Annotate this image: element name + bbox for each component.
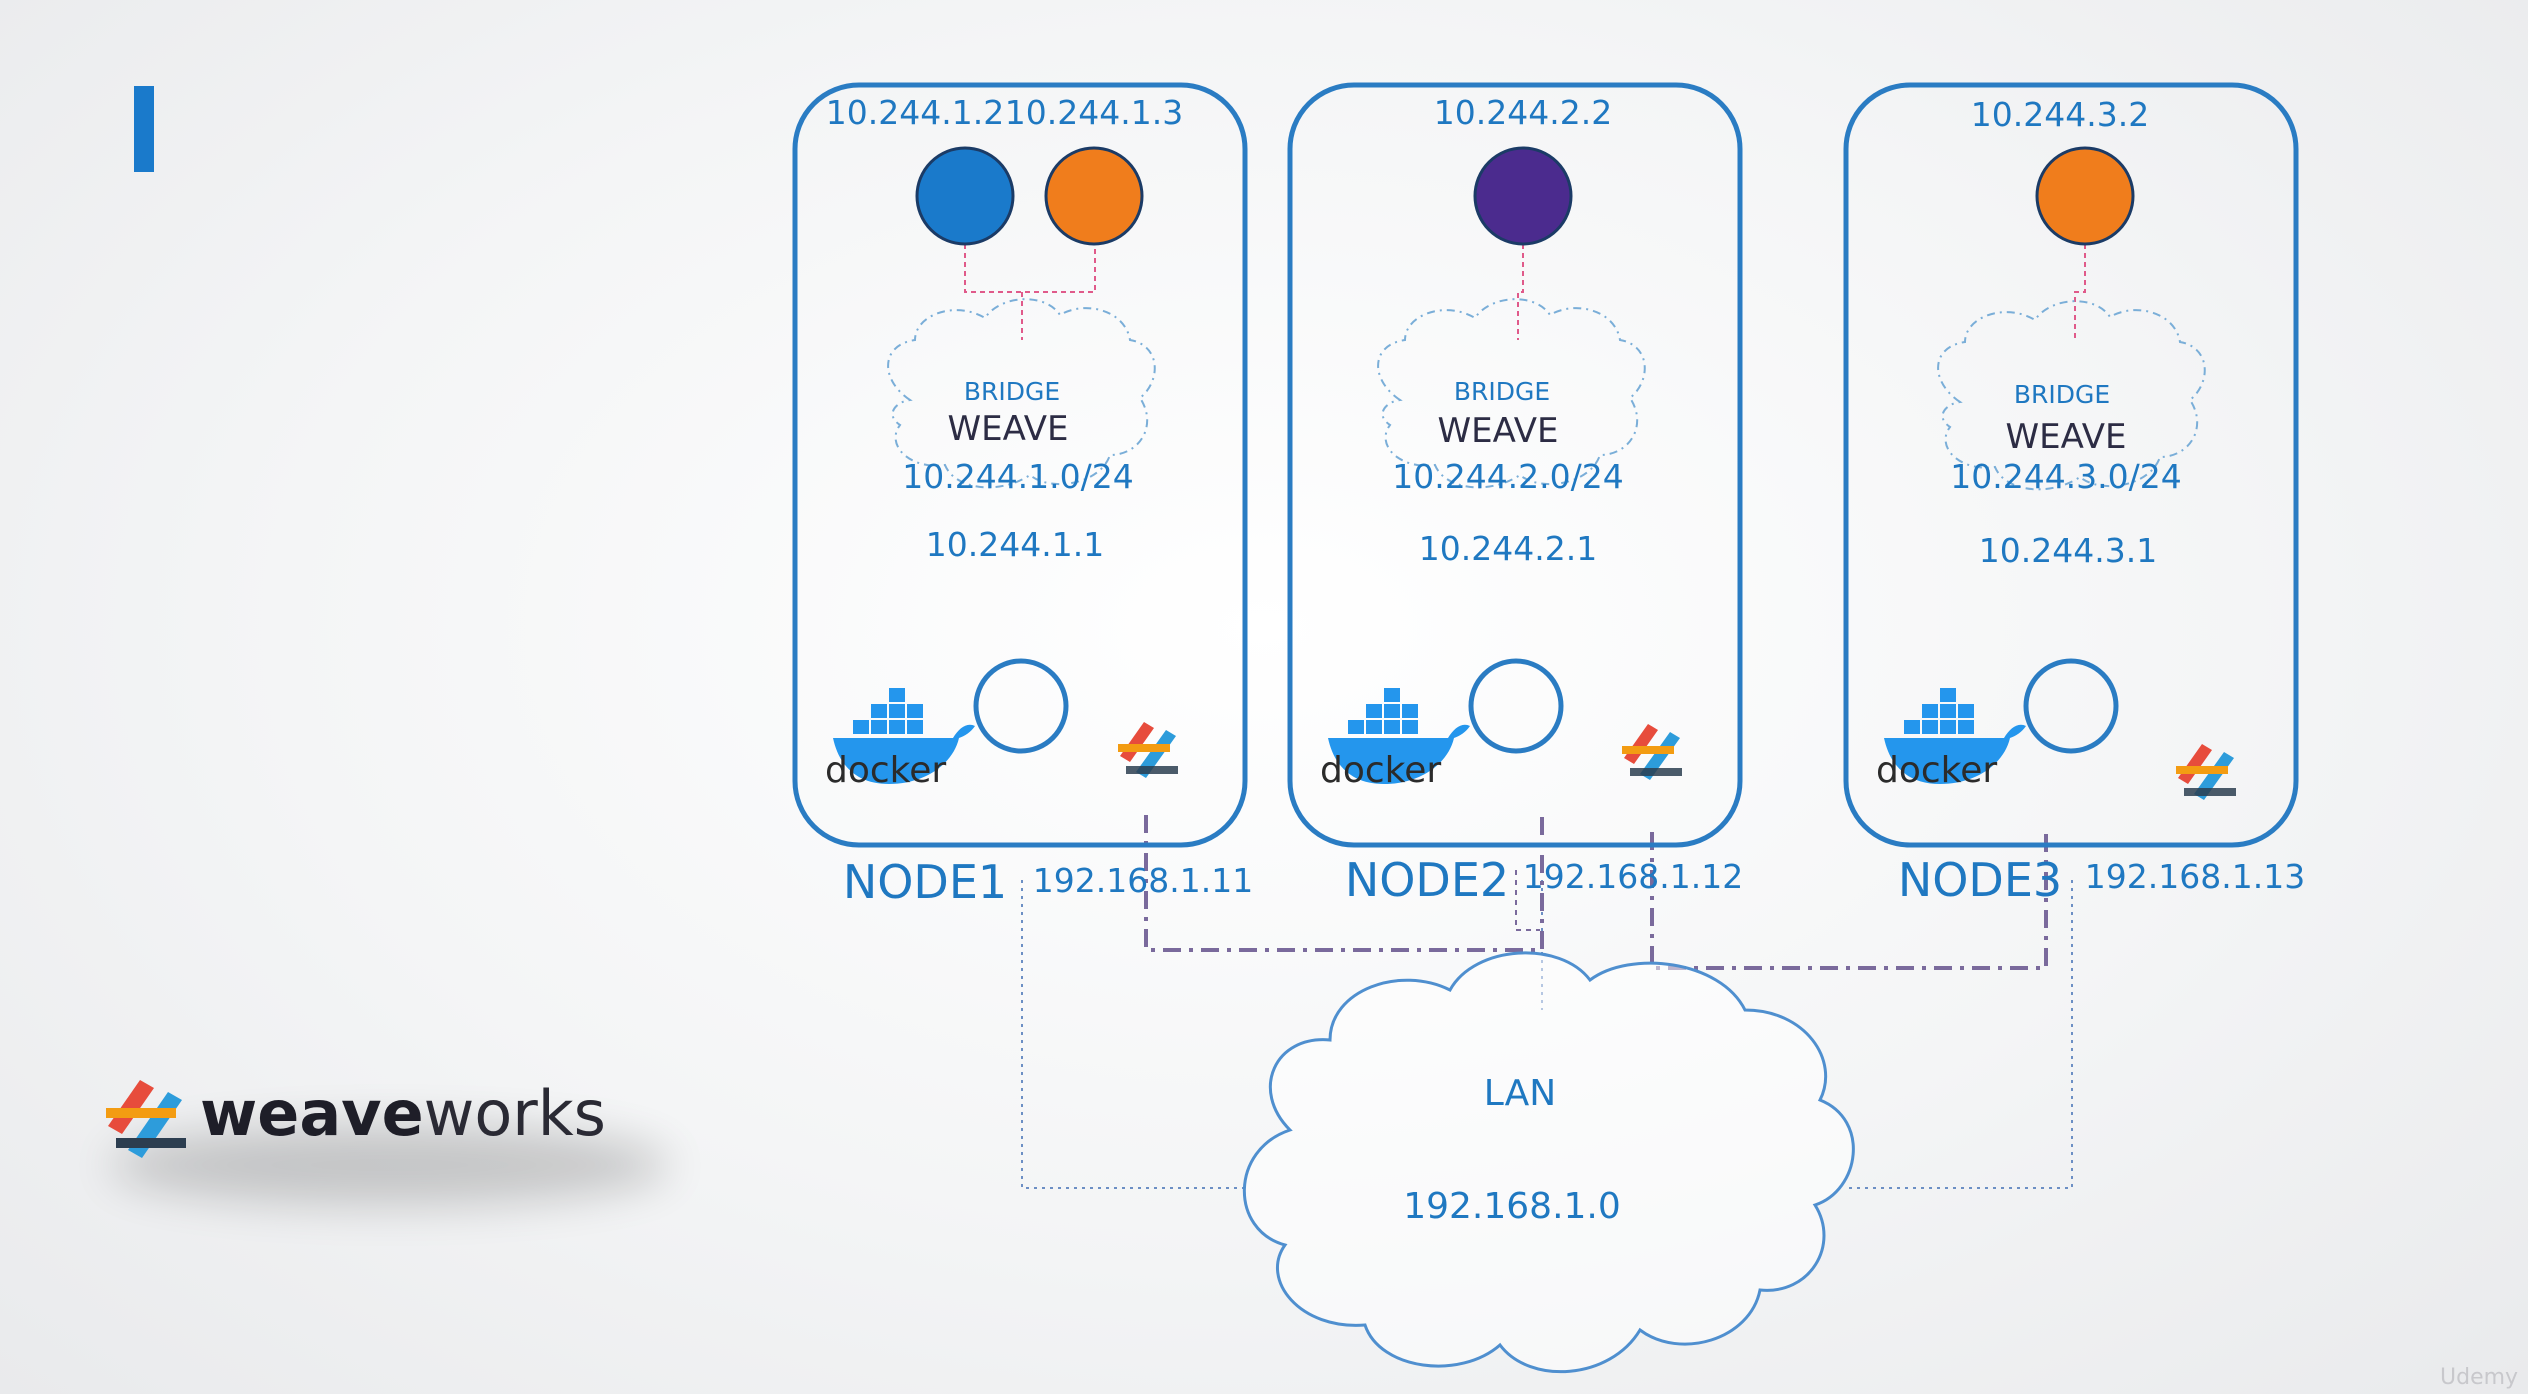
title-accent-bar — [134, 86, 154, 172]
udemy-watermark: Udemy — [2440, 1365, 2518, 1390]
node2-bridge-name: WEAVE — [1438, 411, 1559, 451]
node1-pod-links — [964, 244, 1096, 340]
node1-docker-label: docker — [825, 750, 946, 791]
node1-weave-logo — [1118, 722, 1178, 778]
weave-link-2-3 — [1650, 832, 2048, 970]
weaveworks-wordmark: weaveworks — [200, 1077, 606, 1150]
node3-docker-logo: docker — [1876, 688, 2026, 791]
node1-gateway: 10.244.1.1 — [926, 525, 1104, 564]
node1-box — [792, 82, 1248, 848]
node3-host-ip: 192.168.1.13 — [2085, 857, 2305, 896]
node1-bridge-label: BRIDGE — [964, 377, 1060, 406]
node3-gateway: 10.244.3.1 — [1979, 531, 2157, 570]
node2-interface[interactable] — [1468, 658, 1564, 754]
lan-ip: 192.168.1.0 — [1403, 1186, 1621, 1227]
node2-pod-link — [1517, 244, 1524, 340]
lan-cloud — [1242, 951, 1855, 1374]
node1-interface[interactable] — [973, 658, 1069, 754]
lan-label: LAN — [1484, 1073, 1556, 1114]
node3-docker-label: docker — [1876, 750, 1997, 791]
node3-pod-link — [2074, 244, 2086, 340]
node1-pod2-ip: 10.244.1.3 — [1005, 93, 1183, 132]
node1-pod2[interactable] — [1044, 146, 1144, 246]
node3-bridge-name: WEAVE — [2006, 417, 2127, 457]
node2-label: NODE2 — [1345, 853, 1509, 907]
node2-pod1[interactable] — [1473, 146, 1573, 246]
node2-box — [1287, 82, 1743, 848]
brand-part-2: works — [424, 1077, 606, 1150]
node1-pod1[interactable] — [915, 146, 1015, 246]
node3-subnet: 10.244.3.0/24 — [1950, 457, 2182, 496]
node1-lan-link — [1021, 880, 1245, 1189]
node1-subnet: 10.244.1.0/24 — [902, 457, 1134, 496]
node2-gateway: 10.244.2.1 — [1419, 529, 1597, 568]
weaveworks-logo-icon — [106, 1080, 186, 1158]
node1-docker-logo: docker — [825, 688, 975, 791]
node2-host-ip: 192.168.1.12 — [1523, 857, 1743, 896]
node3-pod1-ip: 10.244.3.2 — [1971, 95, 2149, 134]
node1-host-ip: 192.168.1.11 — [1033, 861, 1253, 900]
node3-bridge-label: BRIDGE — [2014, 380, 2110, 409]
brand-shadow — [110, 1125, 670, 1205]
node2-docker-logo: docker — [1320, 688, 1470, 791]
node2-bridge-label: BRIDGE — [1454, 377, 1550, 406]
node2-docker-label: docker — [1320, 750, 1441, 791]
node3-pod1[interactable] — [2035, 146, 2135, 246]
node3-label: NODE3 — [1898, 853, 2062, 907]
node3-box — [1843, 82, 2299, 848]
brand-part-1: weave — [200, 1077, 424, 1150]
node1-pod1-ip: 10.244.1.2 — [826, 93, 1004, 132]
node3-interface[interactable] — [2023, 658, 2119, 754]
node2-pod1-ip: 10.244.2.2 — [1434, 93, 1612, 132]
node3-weave-logo — [2176, 744, 2236, 800]
weave-link-1-2 — [1144, 815, 1544, 952]
node2-weave-logo — [1622, 724, 1682, 780]
node1-bridge-name: WEAVE — [948, 409, 1069, 449]
weave-link-2-inner — [1515, 870, 1540, 931]
node1-label: NODE1 — [843, 855, 1007, 909]
node3-lan-link — [1845, 880, 2073, 1189]
node2-subnet: 10.244.2.0/24 — [1392, 457, 1624, 496]
